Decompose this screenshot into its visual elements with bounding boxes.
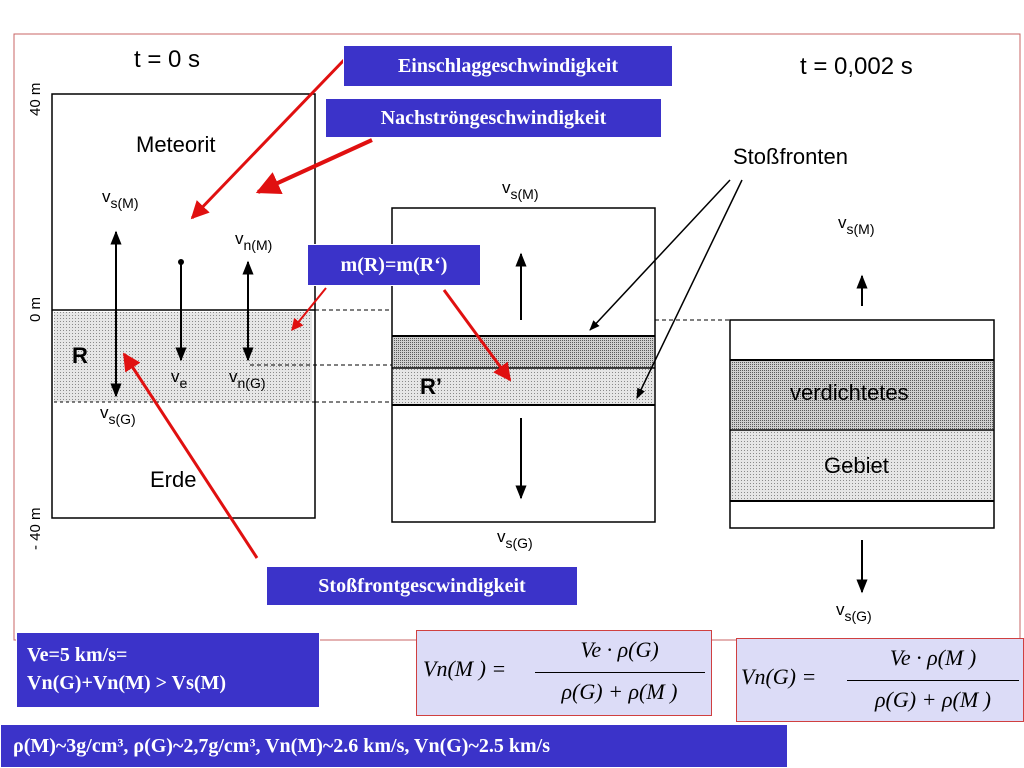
red-arrow-nachstroem [255,138,373,194]
red-arrow-einschlag [190,58,346,220]
formula-vn-m: Vn(M ) = Ve · ρ(G) ρ(G) + ρ(M ) [416,630,712,716]
formula2-denominator: ρ(G) + ρ(M ) [875,687,991,712]
formula2-bar [847,680,1019,681]
formula1-lhs: Vn(M ) = [423,656,507,681]
label-stossfronten: Stoßfronten [733,144,848,169]
axis-label-bottom: - 40 m [27,507,44,550]
label-erde: Erde [150,467,196,492]
label-vs-g-left: vs(G) [100,403,136,427]
shock-zone-lower [393,369,654,405]
axis-label-top: 40 m [27,83,44,116]
red-arrow-mass-left [291,287,327,331]
label-gebiet: Gebiet [824,453,889,478]
red-arrow-stossfront [122,352,259,559]
time-right: t = 0,002 s [800,53,913,80]
callout-densities: ρ(M)~3g/cm³, ρ(G)~2,7g/cm³, Vn(M)~2.6 km… [0,724,788,768]
label-verdichtetes: verdichtetes [790,380,909,405]
formula-vn-g: Vn(G) = Ve · ρ(M ) ρ(G) + ρ(M ) [736,638,1024,722]
compressed-zone-upper [731,361,993,429]
label-meteorit: Meteorit [136,132,215,157]
callout-einschlag: Einschlaggeschwindigkeit [343,45,673,87]
formula1-numerator: Ve · ρ(G) [580,637,659,662]
axis-label-zero: 0 m [27,297,44,322]
label-vn-g: vn(G) [229,367,266,391]
panel-left [51,93,316,519]
label-vs-m-mid: vs(M) [502,178,539,202]
label-vs-m-right: vs(M) [838,213,875,237]
label-vs-g-mid: vs(G) [497,527,533,551]
callout-mass: m(R)=m(R‘) [307,244,481,286]
compressed-zone-lower [731,430,993,500]
label-r: R [72,343,88,368]
callout-stossfront: Stoßfrontgescwindigkeit [266,566,578,606]
impact-point [178,259,184,265]
formula2-numerator: Ve · ρ(M ) [889,645,977,670]
red-arrow-mass-right [442,289,512,382]
label-vs-g-right: vs(G) [836,600,872,624]
pointer-stossfront-2 [636,179,743,399]
callout-ve-line2: Vn(G)+Vn(M) > Vs(M) [27,672,227,694]
formula1-bar [535,672,705,673]
pointer-stossfront-1 [589,179,731,331]
formula1-denominator: ρ(G) + ρ(M ) [561,679,678,704]
label-vn-m: vn(M) [235,229,272,253]
time-left: t = 0 s [134,46,200,73]
formula2-lhs: Vn(G) = [741,664,817,689]
label-r-prime: R’ [420,374,442,399]
callout-ve-line1: Ve=5 km/s= [27,644,128,666]
callout-ve: Ve=5 km/s= Vn(G)+Vn(M) > Vs(M) [16,632,320,708]
shock-zone-upper [393,336,654,368]
label-vs-m-left: vs(M) [102,187,139,211]
label-ve: ve [171,367,188,391]
callout-nachstroem: Nachströngeschwindigkeit [325,98,662,138]
